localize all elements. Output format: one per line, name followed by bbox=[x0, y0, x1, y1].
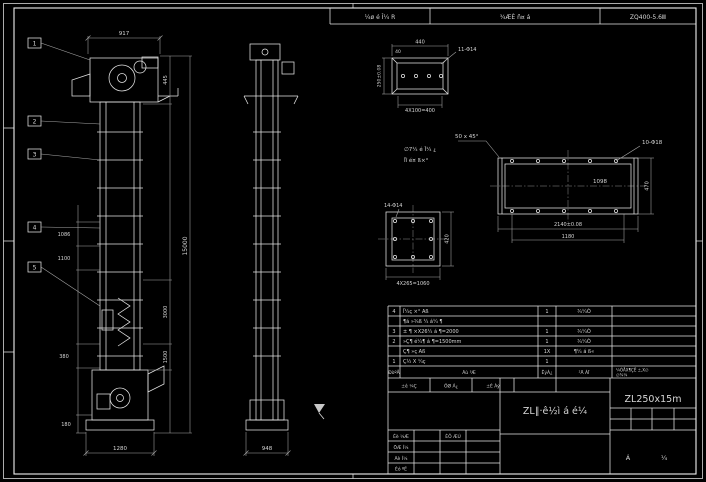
parts-side-note-1: ¼ÒÅX¶ÇÊ ±,X∅ bbox=[616, 368, 649, 373]
dim-channel-width: 440 bbox=[415, 40, 425, 46]
sign-row-label: Éè ¼Æ bbox=[393, 432, 409, 440]
dim-square-height: 420 bbox=[445, 234, 451, 244]
parts-row-no: 3 bbox=[392, 329, 395, 335]
balloon-callouts: 1 2 3 4 5 bbox=[27, 37, 101, 307]
parts-side-note-2: ∅¾¼ bbox=[616, 373, 627, 378]
plate-note-line2: Ïî é¤ ß×° bbox=[404, 157, 429, 164]
front-dimensions: 917 1086 1100 380 180 1280 bbox=[58, 31, 192, 456]
titleblock-label: ±ê ¼Ç bbox=[401, 383, 416, 390]
sheet-footer-left: Á bbox=[626, 453, 631, 462]
dim-plate-length: 2140±0.08 bbox=[554, 222, 582, 228]
dim-front-base-width: 1280 bbox=[113, 446, 127, 452]
sign-row-label: Éó ºË bbox=[395, 465, 407, 473]
parts-header-no: ÐòºÅ bbox=[388, 369, 400, 376]
dim-front-seg-a: 3000 bbox=[163, 306, 169, 319]
balloon-4: 4 bbox=[33, 225, 37, 232]
parts-row-no: 2 bbox=[392, 339, 395, 345]
parts-header-qty: ÊýÁ¿ bbox=[542, 368, 554, 376]
parts-row-qty: 1 bbox=[545, 329, 548, 335]
sign-row-label: Ãè Í¼ bbox=[395, 455, 409, 462]
dim-front-left-c: 380 bbox=[59, 354, 69, 360]
parts-row-mat: ¾¼Ò bbox=[577, 328, 591, 335]
balloon-2: 2 bbox=[33, 119, 37, 126]
parts-row-qty: 1 bbox=[545, 309, 548, 315]
header-cell-1: ¼ø é Î¼ R bbox=[365, 14, 396, 21]
dim-front-seg-b: 1500 bbox=[163, 351, 169, 364]
front-casing bbox=[97, 101, 143, 371]
dim-plate-spacing: 1180 bbox=[562, 234, 575, 240]
dim-front-total-height: 15000 bbox=[182, 236, 189, 255]
dim-square-spacing: 4X265=1060 bbox=[396, 281, 429, 287]
titleblock-label: ±È Àý bbox=[486, 382, 500, 390]
title-block: ±ê ¼Ç ÖØ Á¿ ±È Àý Éè ¼Æ ÖÆ Í¼ Ãè Í¼ Éó º… bbox=[387, 378, 696, 474]
bucket-chain bbox=[117, 297, 131, 347]
dim-front-left-b: 1100 bbox=[58, 256, 71, 262]
chamfer-note-text: 50 x 45° bbox=[455, 134, 479, 140]
balloon-3: 3 bbox=[33, 152, 37, 159]
parts-header-mat: ²Ä ÁÏ bbox=[579, 369, 590, 376]
parts-row-name: ± ¶ ×X26¼ á ¶=2000 bbox=[403, 328, 459, 335]
plate-note-line1: ∅7¼ é Î¼ ¿ bbox=[404, 146, 436, 153]
side-view: 948 bbox=[243, 43, 299, 456]
section-mark bbox=[314, 404, 325, 420]
dim-front-left-d: 180 bbox=[61, 422, 71, 428]
title-header-strip: ¼ø é Î¼ R ¾ÆÈ ñ¤ á ZQ400-5.6Ⅲ bbox=[329, 8, 696, 25]
inspection-door bbox=[101, 309, 114, 331]
sheet-frame bbox=[3, 3, 703, 479]
parts-row-qty: 1 bbox=[545, 359, 548, 365]
dim-front-head-height: 445 bbox=[163, 75, 169, 85]
parts-row-name: »Ç¶ é¼¶ á ¶=1500mm bbox=[403, 338, 462, 345]
parts-row-no: 1 bbox=[392, 359, 395, 365]
parts-row-name: ¶á »¾ß ¼ á¼ ¶ bbox=[403, 318, 443, 325]
drawing-title: ZL∥·ê½ì á é¼ bbox=[523, 406, 587, 417]
callout-plate-holes: 10-Φ18 bbox=[642, 140, 663, 146]
callout-square-holes: 14-Φ14 bbox=[384, 203, 402, 209]
dim-channel-height: 250±0.08 bbox=[377, 65, 383, 88]
parts-row-name: Ï¼ç ×° Aß bbox=[403, 308, 429, 315]
dim-plate-inner: 1098 bbox=[593, 179, 607, 185]
balloon-1: 1 bbox=[33, 41, 37, 48]
parts-row-mat: ¾¼Ò bbox=[577, 338, 591, 345]
parts-row-name: Ç½ X ¼ç bbox=[403, 358, 426, 365]
chamfer-note: 50 x 45° bbox=[455, 134, 500, 158]
dim-front-top-width: 917 bbox=[119, 31, 130, 37]
dim-channel-offset: 40 bbox=[395, 49, 401, 55]
dim-channel-spacing: 4X100=400 bbox=[405, 108, 435, 114]
header-cell-3: ZQ400-5.6Ⅲ bbox=[630, 14, 666, 21]
model-number: ZL250x15m bbox=[625, 394, 682, 405]
callout-channel-holes: 11-Φ14 bbox=[458, 47, 476, 53]
titleblock-label: ÖØ Á¿ bbox=[444, 383, 459, 390]
detail-square: 14-Φ14 420 4X265=1060 bbox=[378, 203, 454, 287]
parts-row-qty: 1X bbox=[544, 349, 551, 355]
parts-row-name: Ç¶ »ç Aß bbox=[403, 349, 425, 355]
parts-row-mat: ¶¼ á ß« bbox=[574, 348, 594, 355]
parts-table: 4 Ï¼ç ×° Aß 1 ¾¼Ò ¶á »¾ß ¼ á¼ ¶ 3 ± ¶ ×X… bbox=[387, 305, 696, 379]
parts-row-qty: 1 bbox=[545, 339, 548, 345]
detail-channel: 440 40 250±0.08 11-Φ14 4X100=400 bbox=[377, 40, 477, 115]
dim-front-left-a: 1086 bbox=[58, 232, 71, 238]
dim-side-base-width: 948 bbox=[262, 446, 273, 452]
parts-row-no: 4 bbox=[392, 309, 395, 315]
dim-plate-height: 470 bbox=[645, 181, 651, 191]
parts-row-mat: ¾¼Ò bbox=[577, 308, 591, 315]
feed-inlet bbox=[147, 365, 165, 393]
front-view: 1 2 3 4 5 917 bbox=[27, 31, 192, 456]
date-label: ÈÕ ÆÚ bbox=[445, 432, 461, 440]
sign-row-label: ÖÆ Í¼ bbox=[393, 444, 409, 451]
detail-plate: 1098 10-Φ18 470 2140±0.08 1180 ∅7¼ é Î¼ … bbox=[404, 140, 663, 243]
header-cell-2: ¾ÆÈ ñ¤ á bbox=[500, 13, 531, 21]
sheet-footer-right: ¼ bbox=[661, 454, 668, 462]
parts-header-name: Ãû ³Æ bbox=[462, 369, 476, 376]
front-boot bbox=[85, 365, 165, 431]
base-frame bbox=[85, 419, 155, 431]
balloon-5: 5 bbox=[33, 265, 37, 272]
